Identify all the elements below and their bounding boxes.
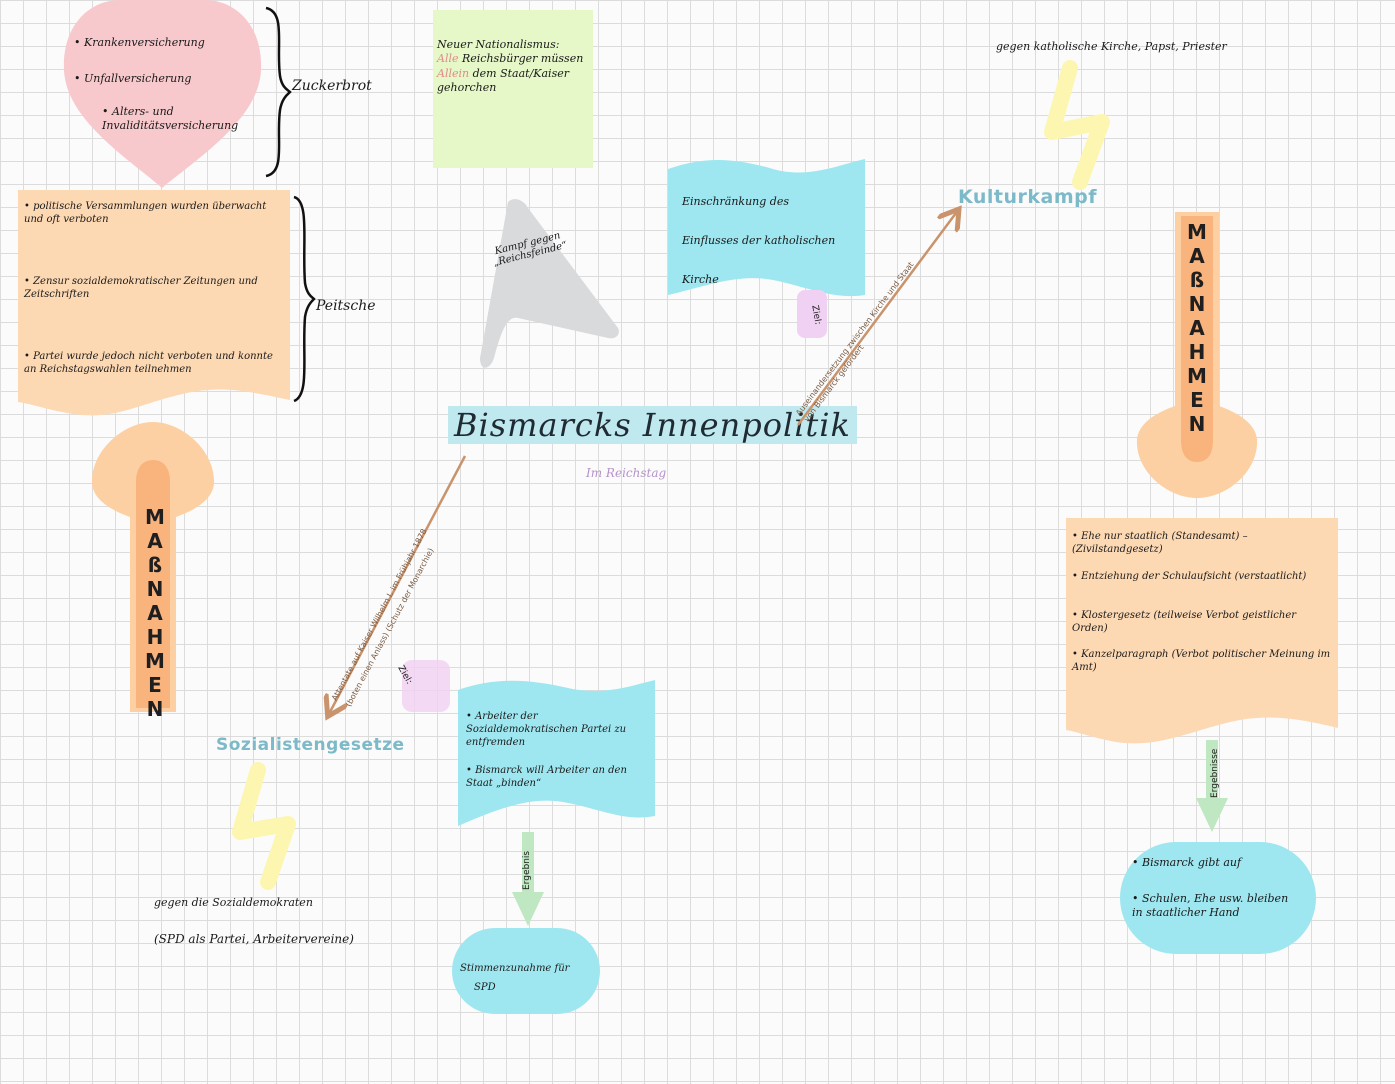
kultur-result-box: • Bismarck gibt auf • Schulen, Ehe usw. … bbox=[1120, 842, 1316, 954]
nationalism-accent-1: Alle bbox=[437, 52, 459, 66]
sozialisten-title: Sozialistengesetze bbox=[216, 735, 405, 755]
heart-item-2: • Unfallversicherung bbox=[74, 72, 192, 86]
sozialisten-target-2: (SPD als Partei, Arbeitervereine) bbox=[154, 932, 354, 946]
massnahmen-right-arrow bbox=[1133, 208, 1261, 500]
kultur-measure-3: • Klostergesetz (teilweise Verbot geistl… bbox=[1072, 610, 1297, 634]
ergebnis-arrow-center bbox=[508, 832, 548, 928]
kultur-measure-1: • Ehe nur staatlich (Standesamt) – (Zivi… bbox=[1072, 531, 1248, 555]
kulturkampf-lightning bbox=[1040, 60, 1120, 190]
peitsche-label: Peitsche bbox=[316, 298, 376, 314]
arbeiter-item-2: • Bismarck will Arbeiter an den Staat „b… bbox=[466, 765, 627, 789]
massnahmen-left-arrow bbox=[88, 422, 218, 717]
ergebnisse-label: Ergebnisse bbox=[1210, 748, 1220, 798]
spd-result-line2: SPD bbox=[474, 982, 496, 993]
nationalism-title: Neuer Nationalismus: bbox=[437, 38, 560, 51]
ergebnis-label: Ergebnis bbox=[522, 850, 532, 890]
ergebnisse-arrow-right bbox=[1192, 740, 1232, 835]
spd-result-box: Stimmenzunahme für SPD bbox=[452, 928, 600, 1014]
kulturkampf-title: Kulturkampf bbox=[958, 186, 1098, 208]
whip-item-3: • Partei wurde jedoch nicht verboten und… bbox=[24, 351, 273, 375]
arbeiter-box: • Arbeiter der Sozialdemokratischen Part… bbox=[458, 676, 655, 830]
sozialisten-target: gegen die Sozialdemokraten (SPD als Part… bbox=[154, 896, 354, 948]
whip-brace bbox=[290, 195, 316, 407]
whip-item-2: • Zensur sozialdemokratischer Zeitungen … bbox=[24, 276, 258, 300]
arbeiter-item-1: • Arbeiter der Sozialdemokratischen Part… bbox=[466, 711, 627, 748]
whip-item-1: • politische Versammlungen wurden überwa… bbox=[24, 201, 267, 225]
spd-result-line1: Stimmenzunahme für bbox=[460, 963, 570, 974]
nationalism-line2: dem Staat/Kaiser bbox=[472, 66, 569, 80]
kirche-box: Einschränkung des Einflusses der katholi… bbox=[668, 155, 865, 300]
heart-item-3: • Alters- und Invaliditätsversicherung bbox=[102, 104, 239, 132]
heart-brace bbox=[262, 6, 292, 182]
heart-list: • Krankenversicherung • Unfallversicheru… bbox=[74, 36, 244, 133]
kultur-measures-box: • Ehe nur staatlich (Standesamt) – (Zivi… bbox=[1066, 518, 1338, 748]
nationalism-note: Neuer Nationalismus: Alle Reichsbürger m… bbox=[433, 10, 593, 168]
nationalism-accent-2: Allein bbox=[437, 66, 470, 80]
page-title: Bismarcks Innenpolitik bbox=[448, 406, 857, 444]
reichsfeinde-triangle bbox=[478, 198, 623, 376]
kirche-line-1: Einschränkung des bbox=[682, 195, 789, 208]
sozialisten-lightning bbox=[226, 762, 306, 892]
heart-item-1: • Krankenversicherung bbox=[74, 36, 205, 49]
kultur-measure-2: • Entziehung der Schulaufsicht (verstaat… bbox=[1072, 571, 1307, 582]
kultur-result-2: • Schulen, Ehe usw. bleiben in staatlich… bbox=[1132, 892, 1289, 920]
sozialisten-target-1: gegen die Sozialdemokraten bbox=[154, 896, 313, 909]
kultur-result-1: • Bismarck gibt auf bbox=[1132, 856, 1242, 869]
kirche-line-3: Kirche bbox=[682, 273, 719, 286]
subtitle-reichstag: Im Reichstag bbox=[586, 466, 667, 480]
kirche-line-2: Einflusses der katholischen bbox=[682, 234, 836, 247]
heart-shape bbox=[60, 0, 265, 190]
nationalism-line3: gehorchen bbox=[437, 80, 497, 94]
whip-box: • politische Versammlungen wurden überwa… bbox=[18, 190, 290, 420]
nationalism-line1: Reichsbürger müssen bbox=[462, 52, 584, 66]
ziel-highlight-bottom bbox=[402, 660, 450, 712]
kulturkampf-target: gegen katholische Kirche, Papst, Prieste… bbox=[996, 40, 1227, 53]
kultur-measure-4: • Kanzelparagraph (Verbot politischer Me… bbox=[1072, 649, 1331, 673]
zuckerbrot-label: Zuckerbrot bbox=[292, 78, 372, 94]
